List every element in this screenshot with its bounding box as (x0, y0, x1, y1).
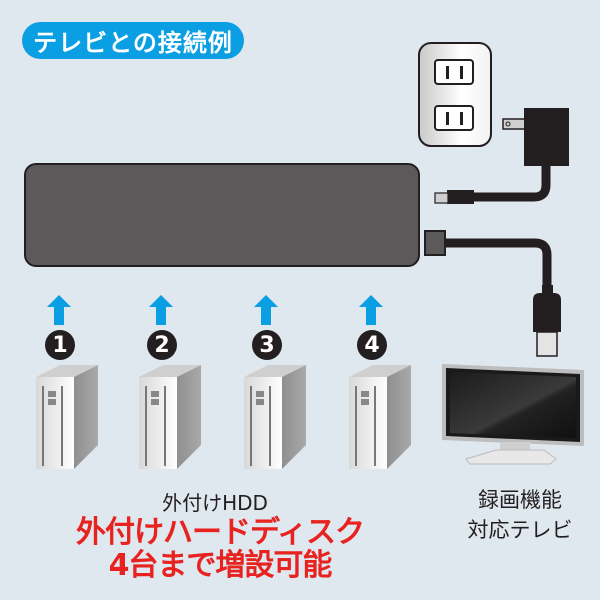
highlight-line-1: 外付けハードディスク (76, 515, 365, 550)
tv-label-line-1: 録画機能 (478, 488, 562, 512)
usb-plug-icon (533, 293, 561, 332)
usb-hub-icon (24, 163, 420, 267)
highlight-line-2: 4台まで増設可能 (108, 548, 333, 583)
hdd-icon (139, 365, 201, 469)
up-arrow-icon (149, 295, 173, 325)
hdd-icon (36, 365, 98, 469)
tv-label: 録画機能 対応テレビ (455, 485, 585, 545)
port-number-3: 3 (252, 330, 282, 360)
ac-adapter-icon (524, 108, 569, 166)
port-number-4: 4 (357, 330, 387, 360)
title-badge: テレビとの接続例 (22, 22, 244, 59)
hdd-icon (349, 365, 411, 469)
highlight-caption: 外付けハードディスク 4台まで増設可能 (70, 516, 370, 582)
dc-plug (434, 192, 449, 204)
tv-icon (442, 364, 584, 465)
port-number-1: 1 (45, 330, 75, 360)
hdd-label: 外付けHDD (162, 491, 268, 515)
port-number-2: 2 (147, 330, 177, 360)
up-arrow-icon (47, 295, 71, 325)
tv-label-line-2: 対応テレビ (467, 518, 573, 542)
hdd-icon (244, 365, 306, 469)
up-arrow-icon (254, 295, 278, 325)
up-arrow-icon (359, 295, 383, 325)
wall-outlet-icon (418, 42, 492, 147)
